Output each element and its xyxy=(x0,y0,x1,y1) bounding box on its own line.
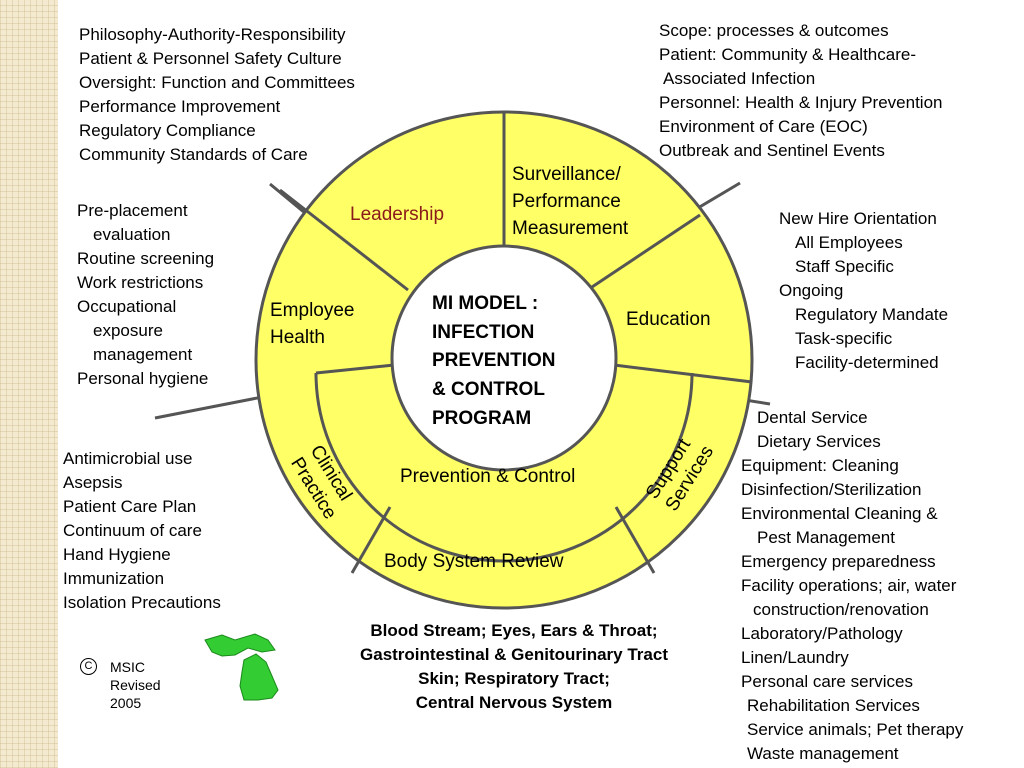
list-item: Scope: processes & outcomes xyxy=(659,21,889,40)
list-item: construction/renovation xyxy=(753,600,929,619)
list-item: Equipment: Cleaning xyxy=(741,456,899,475)
body-system-line: Central Nervous System xyxy=(415,693,613,712)
segment-line: Surveillance/ xyxy=(512,164,621,185)
spoke-upper-left xyxy=(279,188,409,292)
spoke-left xyxy=(315,363,395,375)
spoke-lower-right xyxy=(614,506,656,574)
list-item: Immunization xyxy=(63,569,165,588)
center-line: PREVENTION xyxy=(432,350,556,371)
list-item: Linen/Laundry xyxy=(741,648,849,667)
segment-surveillance: Surveillance/ Performance Measurement xyxy=(512,164,629,239)
list-item: Dental Service xyxy=(757,408,868,427)
segment-line: Employee xyxy=(270,300,355,321)
clinical-practice-notes: Antimicrobial use Asepsis Patient Care P… xyxy=(63,447,221,615)
segment-leadership: Leadership xyxy=(350,204,444,225)
center-line: PROGRAM xyxy=(432,408,531,429)
michigan-map-icon xyxy=(204,633,279,701)
segment-line: Performance xyxy=(512,191,621,212)
center-line: INFECTION xyxy=(432,322,534,343)
list-item: Rehabilitation Services xyxy=(747,696,920,715)
list-item: Antimicrobial use xyxy=(63,449,193,468)
prevention-band-outer xyxy=(314,372,694,563)
list-item: Personal care services xyxy=(741,672,913,691)
leadership-notes: Philosophy-Authority-Responsibility Pati… xyxy=(79,23,355,167)
list-item: Personnel: Health & Injury Prevention xyxy=(659,93,943,112)
spoke-lower-left xyxy=(350,506,392,574)
education-notes: New Hire Orientation All Employees Staff… xyxy=(779,207,948,375)
body-system-line: Blood Stream; Eyes, Ears & Throat; xyxy=(370,621,658,640)
copyright-icon: C xyxy=(80,658,97,675)
list-item: Emergency preparedness xyxy=(741,552,936,571)
segment-education: Education xyxy=(626,309,711,330)
list-item: Environmental Cleaning & xyxy=(741,504,938,523)
center-title: MI MODEL : INFECTION PREVENTION & CONTRO… xyxy=(432,293,561,429)
list-item: Dietary Services xyxy=(757,432,881,451)
surveillance-notes: Scope: processes & outcomes Patient: Com… xyxy=(659,19,943,163)
center-line: MI MODEL : xyxy=(432,293,538,314)
list-item: Community Standards of Care xyxy=(79,145,308,164)
list-item: Personal hygiene xyxy=(77,369,209,388)
list-item: Outbreak and Sentinel Events xyxy=(659,141,885,160)
list-item: Service animals; Pet therapy xyxy=(747,720,964,739)
list-item: Isolation Precautions xyxy=(63,593,221,612)
list-item: Pre-placement xyxy=(77,201,188,220)
list-item: Continuum of care xyxy=(63,521,202,540)
segment-employee-health: Employee Health xyxy=(270,300,360,348)
list-item: Oversight: Function and Committees xyxy=(79,73,355,92)
revised-date: Revised 2005 xyxy=(110,677,161,711)
segment-line: Health xyxy=(270,327,325,348)
list-item: Asepsis xyxy=(63,473,123,492)
copyright-text: MSIC Revised 2005 xyxy=(110,658,161,712)
segment-body-system-review: Body System Review xyxy=(384,551,564,572)
body-system-line: Gastrointestinal & Genitourinary Tract xyxy=(360,645,668,664)
list-item: Occupational xyxy=(77,297,177,316)
employee-health-notes: Pre-placement evaluation Routine screeni… xyxy=(77,199,214,391)
list-item: Patient Care Plan xyxy=(63,497,197,516)
list-item: Patient: Community & Healthcare- xyxy=(659,45,916,64)
list-item: Regulatory Mandate xyxy=(795,305,949,324)
list-item: Work restrictions xyxy=(77,273,204,292)
list-item: Disinfection/Sterilization xyxy=(741,480,922,499)
list-item: evaluation xyxy=(93,225,171,244)
list-item: Task-specific xyxy=(795,329,893,348)
list-item: Waste management xyxy=(747,744,899,763)
list-item: New Hire Orientation xyxy=(779,209,937,228)
center-line: & CONTROL xyxy=(432,379,545,400)
list-item: Hand Hygiene xyxy=(63,545,171,564)
list-item: Associated Infection xyxy=(663,69,816,88)
list-item: Performance Improvement xyxy=(79,97,281,116)
list-item: Pest Management xyxy=(757,528,895,547)
list-item: Staff Specific xyxy=(795,257,894,276)
list-item: Ongoing xyxy=(779,281,844,300)
org-name: MSIC xyxy=(110,659,145,675)
segment-line: Measurement xyxy=(512,218,629,239)
list-item: Environment of Care (EOC) xyxy=(659,117,868,136)
list-item: Regulatory Compliance xyxy=(79,121,256,140)
list-item: Philosophy-Authority-Responsibility xyxy=(79,25,346,44)
list-item: Laboratory/Pathology xyxy=(741,624,903,643)
body-system-notes: Blood Stream; Eyes, Ears & Throat; Gastr… xyxy=(314,619,714,715)
center-circle xyxy=(390,244,618,472)
list-item: Facility-determined xyxy=(795,353,939,372)
spoke-right xyxy=(613,363,753,384)
list-item: All Employees xyxy=(795,233,903,252)
decorative-side-strip xyxy=(0,0,58,768)
support-services-notes: Dental Service Dietary Services Equipmen… xyxy=(741,406,963,766)
segment-prevention-control: Prevention & Control xyxy=(400,466,575,487)
list-item: exposure xyxy=(93,321,163,340)
spoke-upper-right xyxy=(579,213,701,297)
list-item: Facility operations; air, water xyxy=(741,576,957,595)
list-item: Routine screening xyxy=(77,249,215,268)
body-system-line: Skin; Respiratory Tract; xyxy=(418,669,610,688)
list-item: Patient & Personnel Safety Culture xyxy=(79,49,342,68)
list-item: management xyxy=(93,345,193,364)
